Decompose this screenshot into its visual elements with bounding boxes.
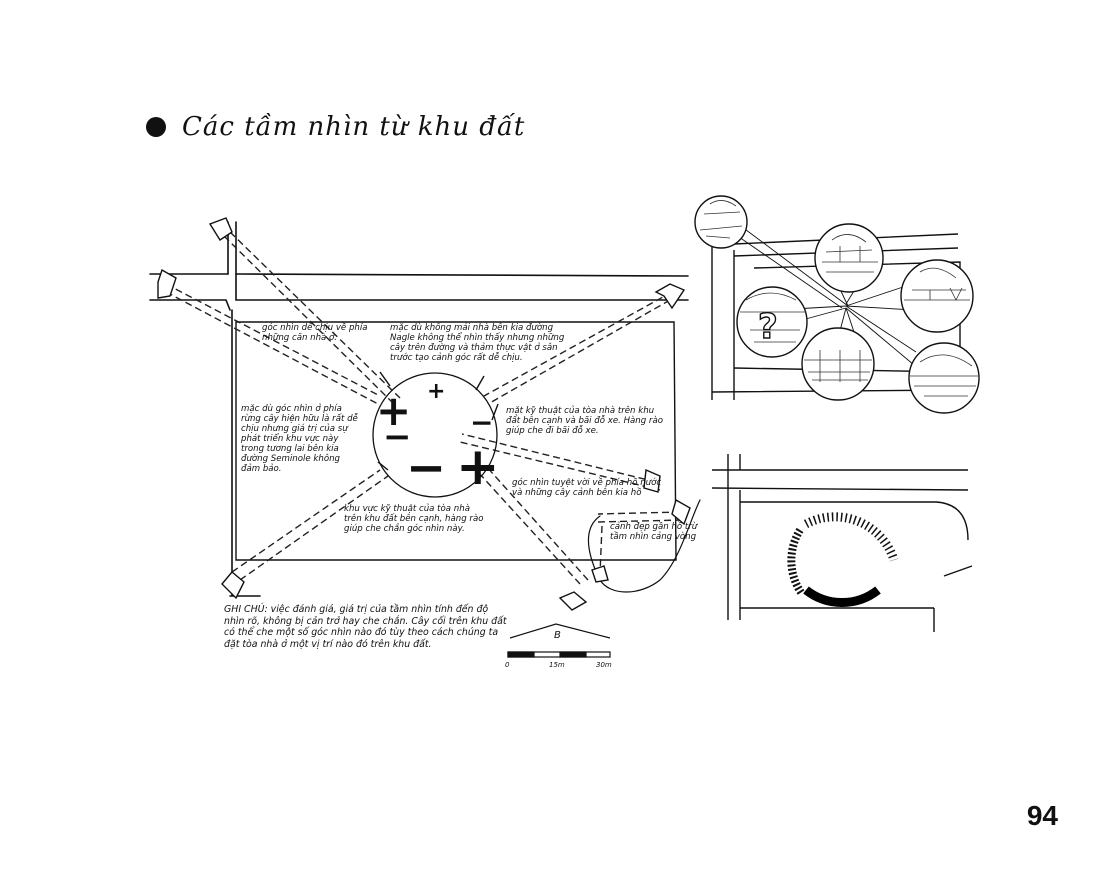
vignette-circle	[801, 327, 875, 401]
note-street-trees: mặc dù không mái nhà bên kia đường Nagle…	[390, 323, 565, 363]
view-arc-ring	[787, 512, 899, 607]
vignette-circle	[736, 286, 808, 358]
minus-symbol: −	[383, 417, 412, 457]
page-title: Các tầm nhìn từ khu đất	[182, 112, 526, 142]
plus-symbol: +	[427, 379, 445, 404]
bullet-icon	[146, 117, 166, 137]
vignette-circle	[814, 223, 884, 293]
scale-label: 0	[505, 661, 510, 669]
title-block: Các tầm nhìn từ khu đất	[146, 112, 525, 142]
scale-label: 30m	[596, 661, 612, 669]
minus-symbol: −	[470, 406, 493, 439]
minus-symbol: −	[406, 440, 446, 496]
note-lake-scene: cảnh đẹp gần hồ trừ tầm nhìn cảng vòng	[610, 522, 698, 542]
note-technical-area: khu vực kỹ thuật của tòa nhà trên khu đấ…	[344, 504, 484, 534]
vignette-circle	[900, 259, 974, 333]
vignette-circle	[908, 342, 980, 414]
plus-symbol: +	[376, 386, 411, 435]
page-number: 94	[1026, 800, 1058, 831]
note-forest-view: mặc dù góc nhìn ở phía rừng cây hiện hữu…	[241, 404, 358, 474]
plus-symbol: +	[456, 437, 500, 497]
footer-note: GHI CHÚ: việc đánh giá, giá trị của tầm …	[224, 604, 507, 650]
note-lake-view: góc nhìn tuyệt vời về phía hồ nước và nh…	[512, 478, 662, 498]
question-mark-icon: ?	[758, 307, 778, 347]
north-label: B	[554, 630, 561, 641]
note-pleasant-view: góc nhìn dễ chịu về phía những căn nhà ở…	[262, 323, 368, 343]
vignette-circle	[694, 195, 748, 249]
viewpoint-circle	[372, 372, 498, 498]
scale-bar: B	[507, 623, 611, 658]
scale-label: 15m	[549, 661, 565, 669]
note-technical-side: mặt kỹ thuật của tòa nhà trên khu đất bê…	[506, 406, 663, 436]
